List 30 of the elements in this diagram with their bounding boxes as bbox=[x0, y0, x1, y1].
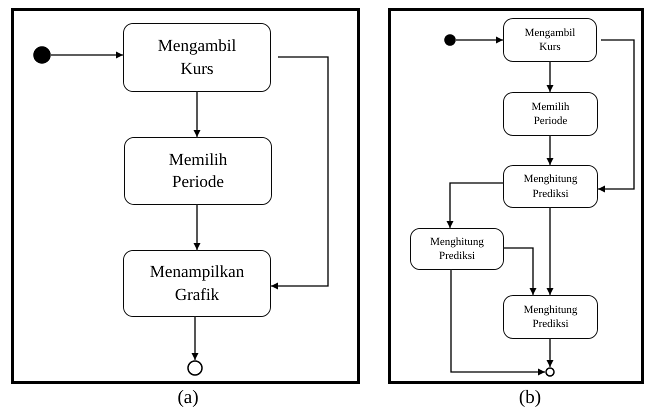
arrow bbox=[546, 62, 554, 92]
arrow bbox=[546, 339, 554, 367]
arrow bbox=[271, 56, 329, 290]
activity-box: Menampilkan Grafik bbox=[123, 250, 271, 317]
end-node bbox=[187, 360, 203, 376]
activity-box: Mengambil Kurs bbox=[123, 23, 271, 92]
panel-caption: (b) bbox=[518, 387, 542, 409]
arrow bbox=[456, 36, 503, 44]
activity-box: Memilih Periode bbox=[124, 137, 272, 205]
panel-frame bbox=[11, 8, 360, 384]
activity-box: Menghitung Prediksi bbox=[503, 295, 598, 339]
activity-box: Menghitung Prediksi bbox=[410, 228, 504, 270]
arrow bbox=[194, 92, 200, 137]
arrow bbox=[194, 205, 200, 250]
arrow bbox=[598, 39, 635, 192]
arrow bbox=[504, 247, 536, 295]
arrow bbox=[192, 317, 198, 360]
arrow bbox=[51, 52, 123, 58]
arrow bbox=[450, 270, 545, 376]
panel-caption: (a) bbox=[177, 387, 199, 409]
activity-box: Memilih Periode bbox=[503, 92, 598, 136]
activity-box: Mengambil Kurs bbox=[503, 18, 597, 62]
start-node bbox=[33, 46, 51, 64]
arrow bbox=[546, 208, 554, 295]
start-node bbox=[444, 34, 456, 46]
arrow bbox=[446, 182, 503, 228]
activity-box: Menghitung Prediksi bbox=[503, 165, 598, 208]
end-node bbox=[545, 367, 555, 377]
arrow bbox=[546, 136, 554, 165]
panel-frame bbox=[388, 8, 644, 384]
